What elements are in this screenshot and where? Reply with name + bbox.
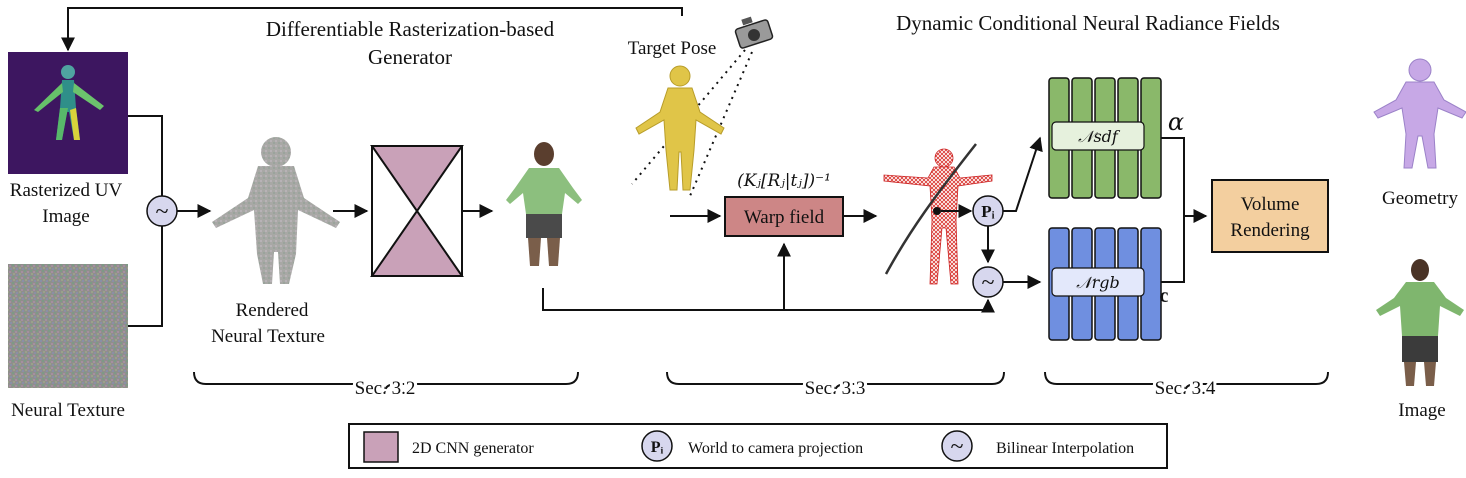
neural-texture-image [8,264,128,388]
texture-connector [128,226,163,327]
uv-connector [128,115,163,196]
rendered-label-line2: Neural Texture [211,326,325,347]
sdf-network: 𝒩sdf [1048,77,1162,199]
frustum-line-left [631,49,746,185]
alpha-label: α [1168,108,1184,136]
svg-text:~: ~ [156,199,169,225]
generator-title-line2: Generator [368,45,452,69]
legend-cnn-item: 2D CNN generator [363,431,534,463]
frustum-line-right [689,51,753,197]
sec32-label: Sec. 3.2 [355,378,416,399]
cnn-generator [370,145,464,277]
rasterized-uv-image [8,52,128,174]
geometry-label: Geometry [1382,188,1458,209]
svg-text:Pᵢ: Pᵢ [981,202,994,221]
rendered-neural-texture-image [212,137,340,284]
camera-ray [884,143,977,275]
legend-projection-label: World to camera projection [688,440,863,457]
sec33-label: Sec. 3.3 [805,378,866,399]
rasterized-label-line1: Rasterized UV [10,180,123,201]
nerf-title: Dynamic Conditional Neural Radiance Fiel… [896,11,1280,35]
sec34-label: Sec. 3.4 [1155,378,1216,399]
neural-texture-label: Neural Texture [11,400,125,421]
feedback-arrow [61,7,683,52]
legend-projection-item: Pᵢ World to camera projection [641,430,863,462]
sdf-label: 𝒩sdf [1078,127,1121,146]
volume-label-line1: Volume [1241,194,1300,215]
sec32-brace [193,371,579,393]
image-label: Image [1398,400,1445,421]
warp-field-label: Warp field [744,207,825,228]
legend-bilinear-item: ~ Bilinear Interpolation [941,430,1134,462]
volume-label-line2: Rendering [1230,220,1310,241]
generated-person-image [506,142,582,266]
interp-node-1: ~ [146,195,178,227]
interp-node-2: ~ [972,266,1004,298]
sec34-brace [1044,371,1329,393]
svg-text:~: ~ [982,270,995,296]
arrow-to-sdf [1003,136,1043,212]
rasterized-label-line2: Image [42,206,89,227]
bottom-connector [542,288,988,311]
rgb-label: 𝒩rgb [1076,273,1119,292]
image-output [1376,259,1464,386]
camera-icon [734,16,774,49]
camera-transform-label: (Kⱼ[Rⱼ|tⱼ])⁻¹ [737,171,831,191]
legend-bilinear-label: Bilinear Interpolation [996,440,1134,457]
legend-cnn-swatch [363,431,399,463]
mesh-figure [883,148,993,285]
geometry-output-image [1373,58,1466,169]
target-pose-label: Target Pose [628,38,717,59]
legend-box [348,423,1168,469]
projection-node: Pᵢ [972,195,1004,227]
target-pose-figure [635,65,725,191]
sec33-brace [666,371,1005,393]
svg-text:Pᵢ: Pᵢ [651,439,664,456]
sample-point [933,207,941,215]
color-connector [1161,216,1185,283]
alpha-connector [1161,137,1185,216]
legend-cnn-label: 2D CNN generator [412,440,534,457]
rendered-label-line1: Rendered [236,300,309,321]
legend-projection-symbol [641,430,673,462]
rgb-network: 𝒩rgb [1048,227,1162,341]
generator-title-line1: Differentiable Rasterization-based [266,17,555,41]
legend-bilinear-symbol [941,430,973,462]
color-label: c [1160,285,1169,307]
svg-text:~: ~ [951,434,964,460]
volume-rendering-box [1211,179,1329,253]
